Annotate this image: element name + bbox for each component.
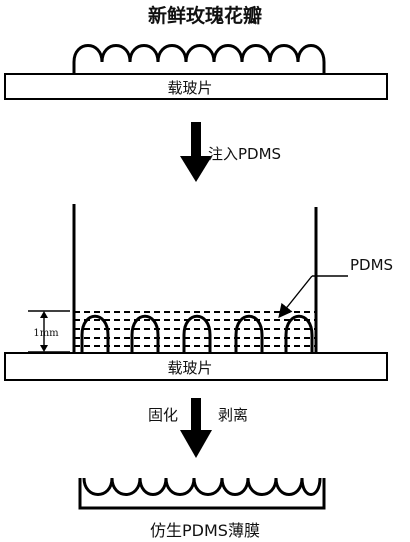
slide-label-mid: 载玻片 (167, 359, 212, 377)
arrow-down-1 (180, 122, 212, 182)
result-label: 仿生PDMS薄膜 (150, 521, 260, 540)
petal-bumps-in-mold (80, 314, 314, 352)
biomimetic-pdms-film (78, 477, 326, 510)
pdms-callout-label: PDMS (350, 256, 393, 274)
glass-slide-mid (4, 352, 388, 381)
arrow1-label: 注入PDMS (208, 145, 281, 163)
rose-petal-surface (72, 44, 326, 74)
arrow2-label-right: 剥离 (218, 406, 248, 424)
pdms-callout-arrow (278, 275, 313, 319)
step1-title: 新鲜玫瑰花瓣 (148, 4, 262, 27)
glass-slide-top (4, 73, 388, 100)
thickness-label: 1mm (33, 328, 59, 339)
arrow2-label-left: 固化 (148, 406, 178, 424)
slide-label-top: 载玻片 (167, 79, 212, 97)
arrow-down-2 (180, 398, 212, 458)
pdms-layer (74, 311, 316, 347)
